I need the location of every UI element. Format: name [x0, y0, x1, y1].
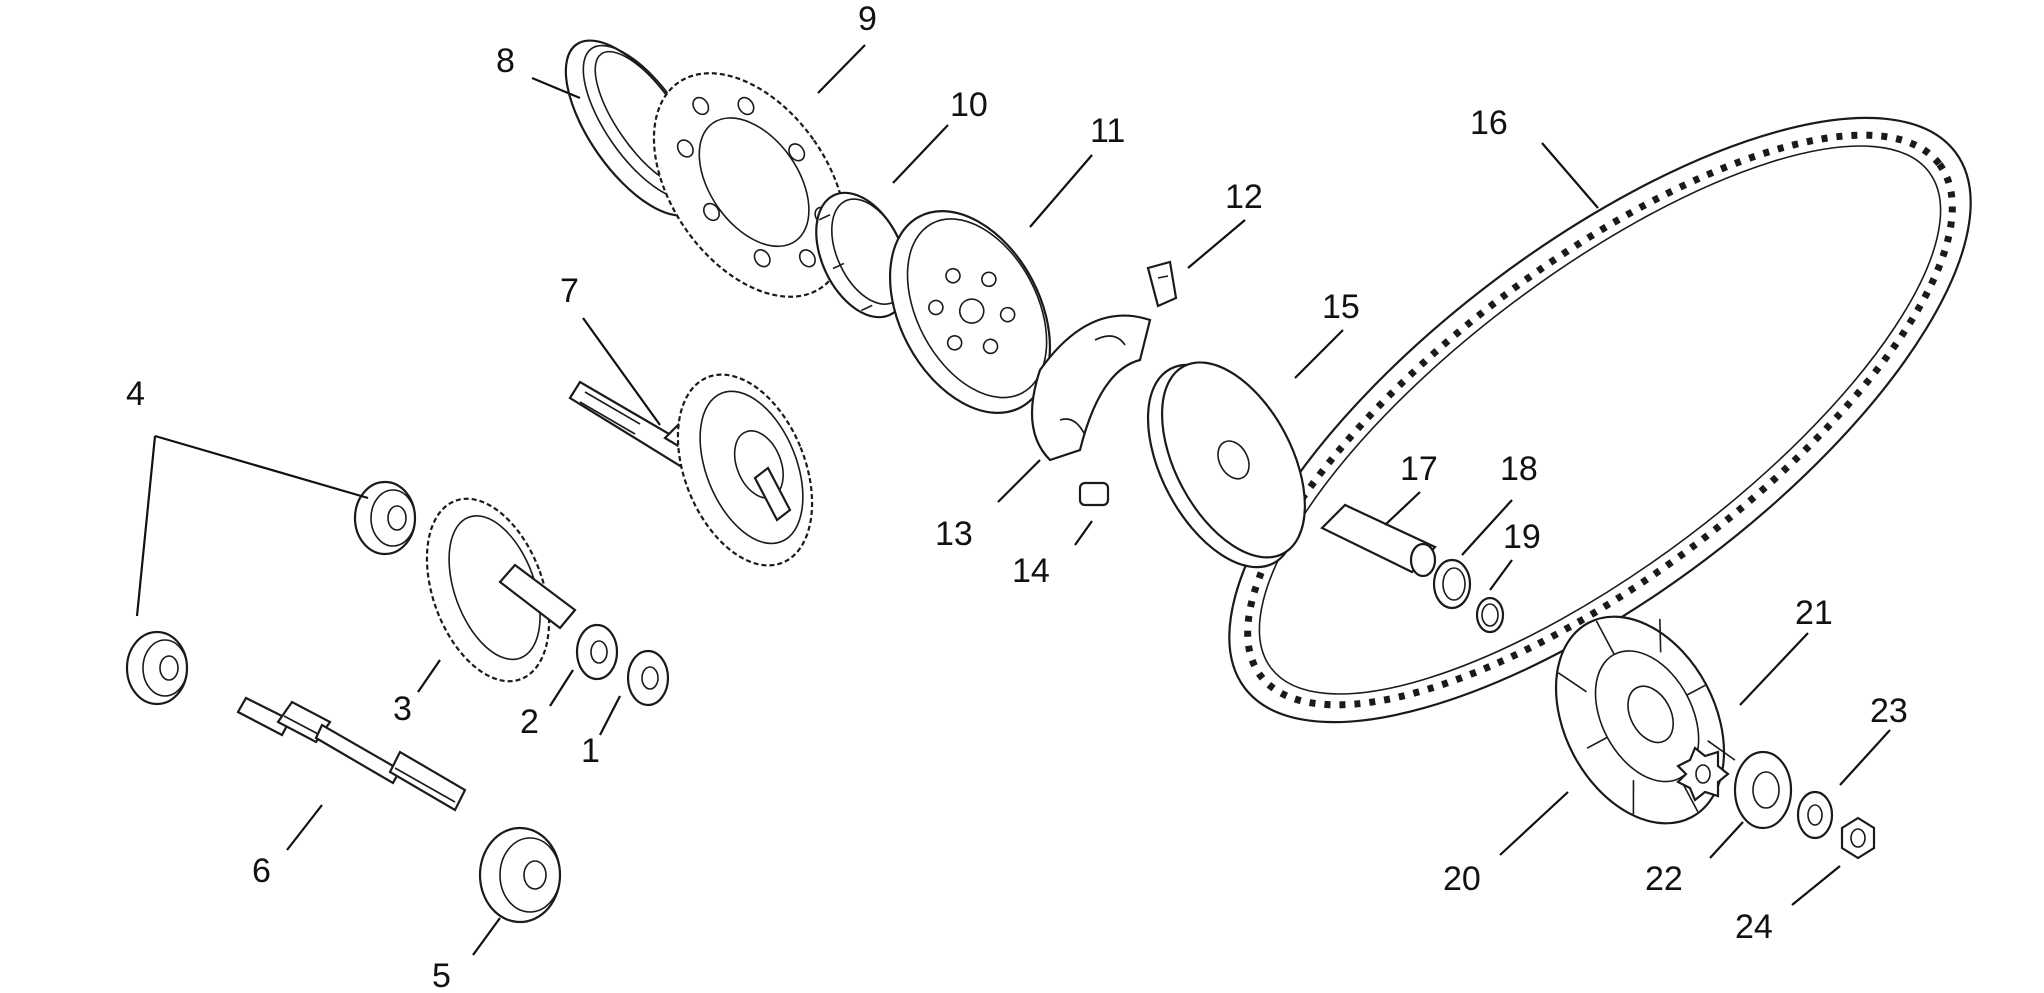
callout-21: 21: [1795, 594, 1833, 632]
callout-6: 6: [252, 852, 271, 890]
callout-11: 11: [1090, 112, 1125, 150]
part-6-drive-shaft: [236, 696, 467, 812]
callout-7: 7: [560, 272, 579, 310]
part-9-sprocket-ring: [652, 72, 848, 298]
part-11-clutch-plate: [888, 210, 1052, 414]
callout-10: 10: [950, 86, 988, 124]
callout-2: 2: [520, 703, 539, 741]
part-3-gear: [425, 497, 577, 683]
leader-lines: [135, 44, 1891, 956]
callout-1: 1: [581, 732, 600, 770]
callout-23: 23: [1870, 692, 1908, 730]
callout-24: 24: [1735, 908, 1773, 946]
part-1-washer: [626, 649, 670, 707]
part-2-washer: [575, 623, 619, 681]
callout-labels: 1 2 3 4 5 6 7 8 9 10 11 12 13 14 15 16 1…: [126, 0, 1908, 993]
callout-5: 5: [432, 957, 451, 993]
part-21-star-washer: [1676, 746, 1730, 802]
part-4-bearing-lower: [125, 630, 189, 706]
callout-3: 3: [393, 690, 412, 728]
callout-14: 14: [1012, 552, 1050, 590]
part-12-slider: [1146, 260, 1178, 308]
part-13-ramp-plate: [1030, 314, 1152, 462]
part-15-movable-pulley: [1146, 361, 1306, 569]
part-14-roller: [1078, 481, 1110, 507]
part-5-bearing: [478, 826, 562, 924]
callout-8: 8: [496, 42, 515, 80]
part-4-bearing-upper: [353, 480, 417, 556]
part-7-driven-shaft-gear: [568, 373, 814, 567]
callout-13: 13: [935, 515, 973, 553]
part-18-bushing: [1432, 558, 1472, 610]
part-17-sleeve: [1320, 503, 1437, 578]
part-22-flange-nut: [1733, 750, 1793, 830]
callout-18: 18: [1500, 450, 1538, 488]
callout-16: 16: [1470, 104, 1508, 142]
part-23-washer: [1796, 790, 1834, 840]
callout-22: 22: [1645, 860, 1683, 898]
callout-4: 4: [126, 375, 145, 413]
callout-19: 19: [1503, 518, 1541, 556]
part-24-nut: [1840, 816, 1876, 860]
callout-20: 20: [1443, 860, 1481, 898]
part-20-fan-pulley: [1554, 615, 1736, 825]
part-19-o-ring: [1475, 596, 1505, 634]
callout-12: 12: [1225, 178, 1263, 216]
callout-15: 15: [1322, 288, 1360, 326]
callout-9: 9: [858, 0, 877, 38]
callout-17: 17: [1400, 450, 1438, 488]
